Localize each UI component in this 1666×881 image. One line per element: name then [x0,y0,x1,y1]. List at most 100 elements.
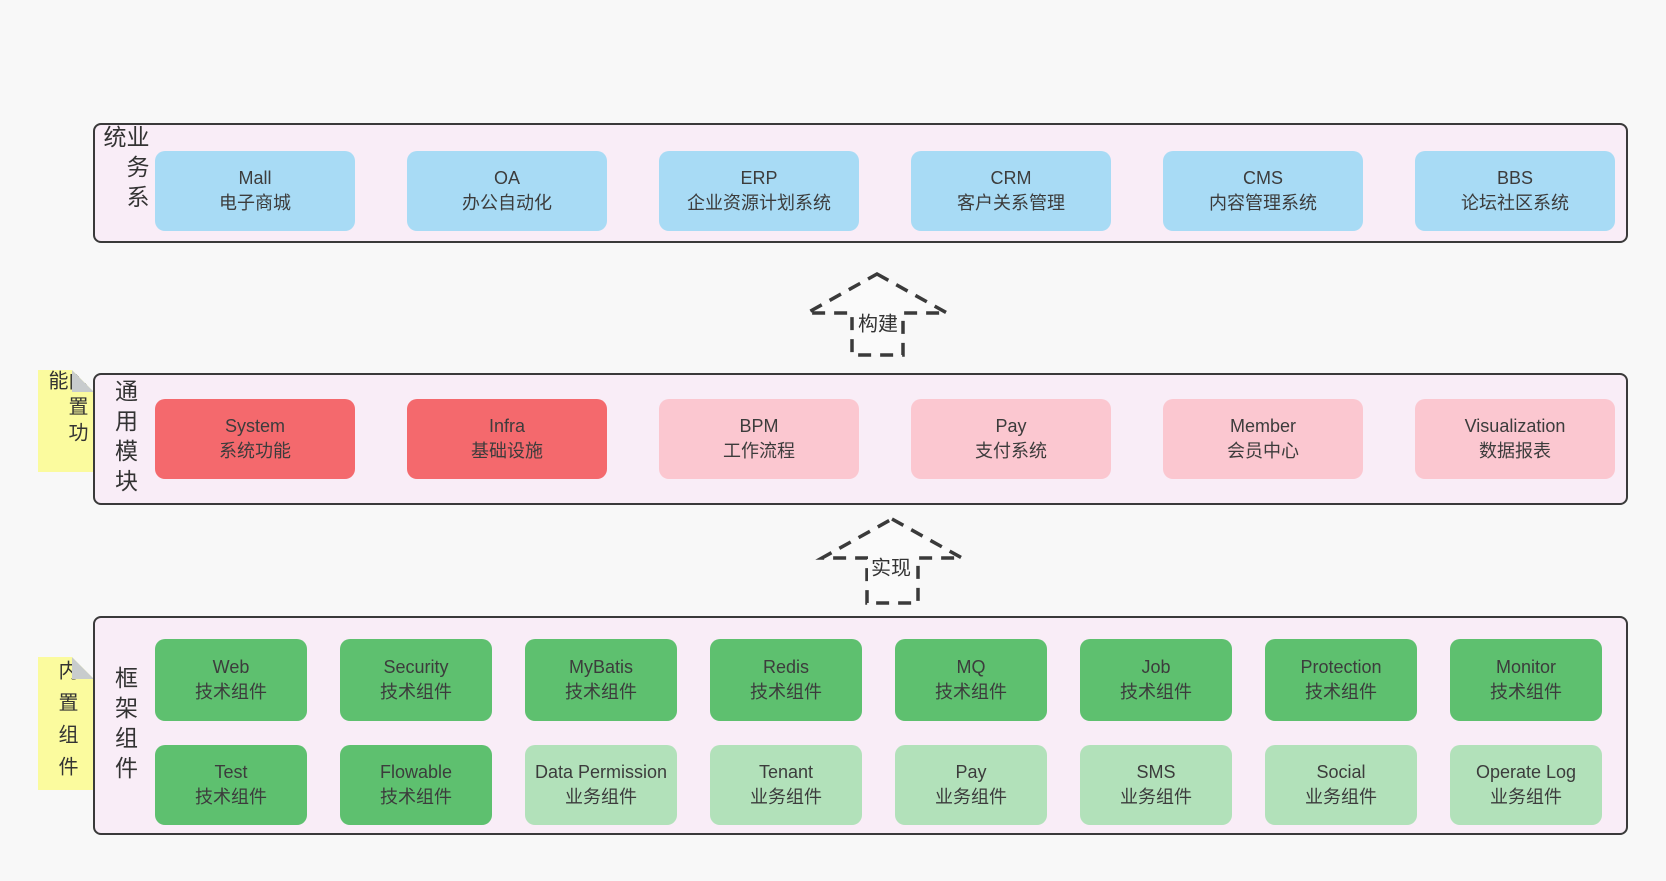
box-visualization: Visualization 数据报表 [1415,399,1615,479]
box-subtitle: 内容管理系统 [1209,193,1317,213]
box-title: Visualization [1464,416,1566,436]
box-subtitle: 基础设施 [471,441,543,461]
box-subtitle: 工作流程 [723,441,795,461]
box-monitor: Monitor 技术组件 [1450,639,1602,721]
box-title: Security [383,657,449,677]
box-title: Tenant [758,762,814,782]
box-subtitle: 业务组件 [1120,787,1192,807]
box-job: Job 技术组件 [1080,639,1232,721]
box-title: Social [1316,762,1366,782]
box-mall: Mall 电子商城 [155,151,355,231]
box-title: BBS [1496,168,1534,188]
box-bpm: BPM 工作流程 [659,399,859,479]
box-title: Data Permission [534,762,668,782]
box-title: Flowable [379,762,453,782]
tag-built-in-components: 内置组件 [38,657,94,790]
box-subtitle: 技术组件 [935,682,1007,702]
layer-label: 框架组件 [111,665,138,786]
box-title: Pay [995,416,1027,436]
box-subtitle: 电子商城 [219,193,291,213]
box-bbs: BBS 论坛社区系统 [1415,151,1615,231]
box-erp: ERP 企业资源计划系统 [659,151,859,231]
box-pay: Pay 支付系统 [911,399,1111,479]
box-subtitle: 企业资源计划系统 [687,193,831,213]
box-subtitle: 支付系统 [975,441,1047,461]
box-subtitle: 技术组件 [1120,682,1192,702]
box-subtitle: 业务组件 [565,787,637,807]
box-title: CRM [990,168,1032,188]
box-operate-log: Operate Log 业务组件 [1450,745,1602,825]
box-pay: Pay 业务组件 [895,745,1047,825]
box-subtitle: 技术组件 [380,787,452,807]
box-title: System [224,416,285,436]
arrow-build-label: 构建 [855,306,901,338]
box-subtitle: 技术组件 [1490,682,1562,702]
box-title: MQ [956,657,986,677]
arrow-implement-label: 实现 [868,550,914,582]
layer-label: 通用模块 [111,379,138,499]
box-infra: Infra 基础设施 [407,399,607,479]
box-title: SMS [1136,762,1176,782]
box-test: Test 技术组件 [155,745,307,825]
box-social: Social 业务组件 [1265,745,1417,825]
box-subtitle: 技术组件 [1305,682,1377,702]
box-cms: CMS 内容管理系统 [1163,151,1363,231]
folded-corner-icon [72,657,94,679]
box-subtitle: 数据报表 [1479,441,1551,461]
box-title: Protection [1300,657,1382,677]
box-title: Test [214,762,248,782]
box-subtitle: 技术组件 [195,787,267,807]
layer-label: 业务系统 [100,125,149,215]
box-subtitle: 技术组件 [380,682,452,702]
box-flowable: Flowable 技术组件 [340,745,492,825]
folded-corner-icon [72,370,94,392]
box-subtitle: 技术组件 [750,682,822,702]
box-subtitle: 系统功能 [219,441,291,461]
box-title: Web [212,657,250,677]
box-oa: OA 办公自动化 [407,151,607,231]
box-title: CMS [1243,168,1283,188]
box-subtitle: 技术组件 [565,682,637,702]
box-subtitle: 办公自动化 [462,193,552,213]
box-subtitle: 业务组件 [1305,787,1377,807]
layer-common-modules: 通用模块 System 系统功能 Infra 基础设施 BPM 工作流程 Pay 支付系统 Me… [93,373,1628,505]
box-title: Infra [488,416,526,436]
box-subtitle: 技术组件 [195,682,267,702]
box-redis: Redis 技术组件 [710,639,862,721]
box-member: Member 会员中心 [1163,399,1363,479]
box-title: Redis [762,657,810,677]
box-title: Member [1229,416,1296,436]
box-title: Operate Log [1475,762,1577,782]
box-title: Pay [955,762,987,782]
box-subtitle: 会员中心 [1227,441,1299,461]
box-crm: CRM 客户关系管理 [911,151,1111,231]
business-boxes-row: Mall 电子商城 OA 办公自动化 ERP 企业资源计划系统 CRM 客户关系管理 CMS 内容… [155,151,1615,231]
box-title: ERP [740,168,778,188]
box-protection: Protection 技术组件 [1265,639,1417,721]
box-title: OA [493,168,520,188]
box-title: Mall [238,168,272,188]
box-mq: MQ 技术组件 [895,639,1047,721]
box-system: System 系统功能 [155,399,355,479]
box-title: Monitor [1495,657,1557,677]
box-sms: SMS 业务组件 [1080,745,1232,825]
box-subtitle: 业务组件 [750,787,822,807]
box-web: Web 技术组件 [155,639,307,721]
box-mybatis: MyBatis 技术组件 [525,639,677,721]
layer-business-systems: 业务系统 Mall 电子商城 OA 办公自动化 ERP 企业资源计划系统 CRM 客户关系管理… [93,123,1628,243]
box-security: Security 技术组件 [340,639,492,721]
box-subtitle: 论坛社区系统 [1461,193,1569,213]
tag-built-in-features: 内置功能 [38,370,94,472]
box-subtitle: 业务组件 [1490,787,1562,807]
box-title: BPM [739,416,779,436]
box-title: Job [1141,657,1171,677]
box-data-permission: Data Permission 业务组件 [525,745,677,825]
box-subtitle: 业务组件 [935,787,1007,807]
box-title: MyBatis [568,657,633,677]
box-tenant: Tenant 业务组件 [710,745,862,825]
box-subtitle: 客户关系管理 [957,193,1065,213]
